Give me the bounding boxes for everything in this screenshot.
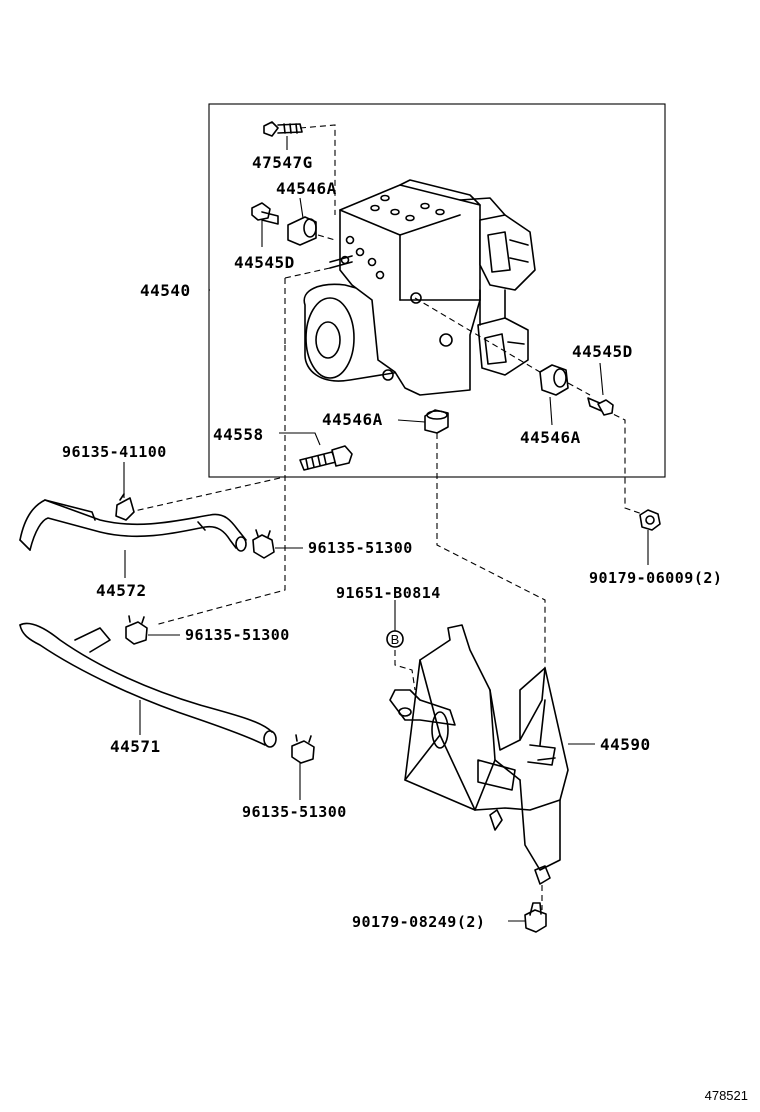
label-90179-08249: 90179-08249(2) <box>352 913 485 931</box>
label-44558: 44558 <box>213 425 264 444</box>
label-44540: 44540 <box>140 281 191 300</box>
nut-90179-06009[interactable] <box>639 509 661 531</box>
reference-number: 478521 <box>705 1088 748 1103</box>
label-44546A-top: 44546A <box>276 179 337 198</box>
clip-96135-41100[interactable] <box>115 493 135 521</box>
label-96135-51300-c: 96135-51300 <box>242 803 347 821</box>
label-44545D-left: 44545D <box>234 253 295 272</box>
hose-44572[interactable] <box>19 499 247 552</box>
callout-badge-text: B <box>391 632 400 647</box>
label-44545D-right: 44545D <box>572 342 633 361</box>
label-44590: 44590 <box>600 735 651 754</box>
label-96135-51300-a: 96135-51300 <box>308 539 413 557</box>
clip-96135-51300-a[interactable] <box>252 529 275 559</box>
label-47547G: 47547G <box>252 153 313 172</box>
collar-44546A-right[interactable] <box>539 364 569 396</box>
label-44571: 44571 <box>110 737 161 756</box>
bolt-44545D-left[interactable] <box>251 202 279 225</box>
label-91651-B0814: 91651-B0814 <box>336 584 441 602</box>
hose-44571[interactable] <box>19 622 277 748</box>
bracket-44590[interactable] <box>389 624 569 885</box>
bolt-90179-08249[interactable] <box>524 902 547 933</box>
callout-badge-b: B <box>386 630 404 648</box>
label-44572: 44572 <box>96 581 147 600</box>
label-96135-41100: 96135-41100 <box>62 443 167 461</box>
clip-96135-51300-b[interactable] <box>125 615 148 645</box>
bolt-47547G[interactable] <box>263 121 303 137</box>
union-bolt-44558[interactable] <box>299 445 353 471</box>
collar-44546A-top[interactable] <box>287 216 317 246</box>
bolt-44545D-right[interactable] <box>587 397 614 416</box>
label-96135-51300-b: 96135-51300 <box>185 626 290 644</box>
abs-actuator[interactable] <box>303 179 536 396</box>
label-90179-06009: 90179-06009(2) <box>589 569 722 587</box>
label-44546A-mid: 44546A <box>322 410 383 429</box>
label-44546A-right: 44546A <box>520 428 581 447</box>
clip-96135-51300-c[interactable] <box>291 734 315 764</box>
collar-44546A-mid[interactable] <box>424 409 449 434</box>
